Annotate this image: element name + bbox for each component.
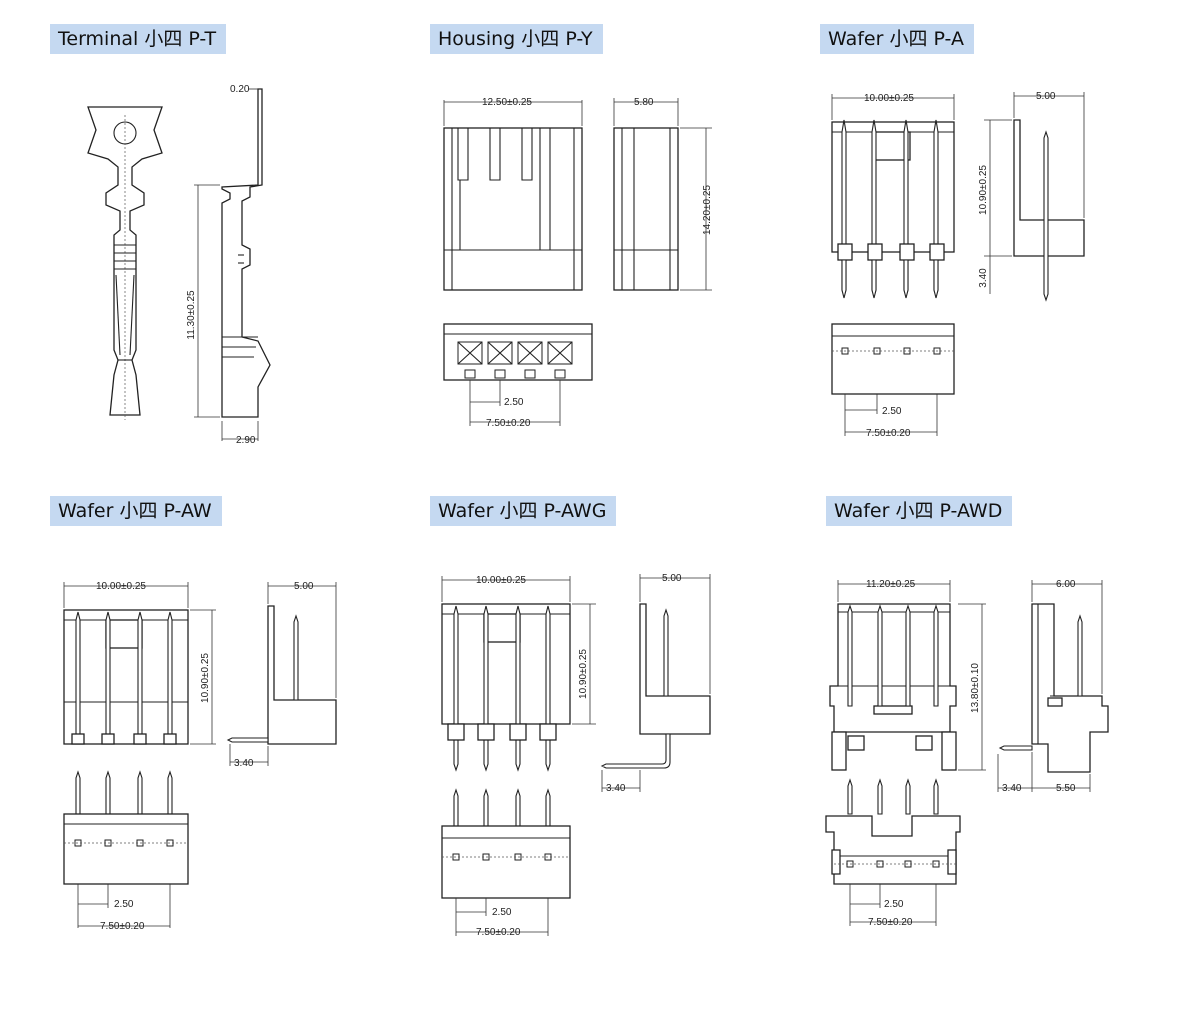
housing-bottom-view (443, 323, 593, 381)
dim-pawd-pin: 3.40 (1002, 783, 1022, 794)
dim-pawd-pitch: 2.50 (884, 899, 904, 910)
housing-front-view (443, 127, 583, 291)
wafer-paw-front-view (63, 609, 189, 745)
dim-py-span: 7.50±0.20 (486, 418, 531, 429)
dim-pa-pitch: 2.50 (882, 406, 902, 417)
dim-pawg-height: 10.90±0.25 (578, 649, 589, 699)
dim-paw-pin: 3.40 (234, 758, 254, 769)
wafer-paw-side-view (226, 605, 337, 745)
wafer-pawg-drawing: 10.00±0.25 5.00 10.90±0.25 3.40 2.50 7.5… (441, 573, 711, 938)
dim-pawd-width: 11.20±0.25 (866, 579, 916, 590)
dim-paw-depth: 5.00 (294, 581, 314, 592)
wafer-pawg-title: Wafer 小四 P-AWG (430, 496, 617, 526)
wafer-pawd-drawing: 11.20±0.25 6.00 13.80±0.10 3.40 5.50 2.5… (825, 579, 1109, 928)
wafer-pa-drawing: 10.00±0.25 5.00 10.90±0.25 3.40 2.50 7.5… (831, 91, 1085, 439)
dim-pawd-span: 7.50±0.20 (868, 917, 913, 928)
housing-side-view (613, 127, 679, 291)
wafer-pawd-front-view (829, 603, 957, 771)
dim-pawg-pin: 3.40 (606, 783, 626, 794)
dim-pt-height: 11.30±0.25 (186, 290, 197, 340)
dim-pa-span: 7.50±0.20 (866, 428, 911, 439)
dim-paw-height: 10.90±0.25 (200, 653, 211, 703)
dim-paw-span: 7.50±0.20 (100, 921, 145, 932)
wafer-pa-bottom-view (831, 323, 955, 395)
dim-pt-width: 2.90 (236, 435, 256, 446)
dim-pawg-pitch: 2.50 (492, 907, 512, 918)
wafer-paw-bottom-view (63, 770, 189, 885)
dim-py-depth: 5.80 (634, 97, 654, 108)
dim-pt-top: 0.20 (230, 84, 250, 95)
dim-paw-pitch: 2.50 (114, 899, 134, 910)
dim-pa-depth: 5.00 (1036, 91, 1056, 102)
wafer-paw-title: Wafer 小四 P-AW (50, 496, 222, 526)
dim-py-width: 12.50±0.25 (482, 97, 532, 108)
wafer-pa-title: Wafer 小四 P-A (820, 24, 974, 54)
dim-pawd-height: 13.80±0.10 (970, 663, 981, 713)
dim-pa-pin: 3.40 (978, 268, 989, 288)
wafer-pawg-front-view (441, 603, 571, 772)
dim-pawd-depth: 6.00 (1056, 579, 1076, 590)
dim-pawd-base: 5.50 (1056, 783, 1076, 794)
dim-pawg-depth: 5.00 (662, 573, 682, 584)
dim-pawg-width: 10.00±0.25 (476, 575, 526, 586)
wafer-pawg-bottom-view (441, 788, 571, 899)
wafer-paw-drawing: 10.00±0.25 5.00 10.90±0.25 3.40 2.50 7.5… (63, 581, 337, 932)
wafer-pawd-title: Wafer 小四 P-AWD (826, 496, 1013, 526)
wafer-pawd-side-view (998, 603, 1109, 773)
terminal-side-view (221, 88, 271, 418)
housing-py-title: Housing 小四 P-Y (430, 24, 603, 54)
housing-py-drawing: 12.50±0.25 5.80 14.20±0.25 2.50 7.50±0.2… (443, 97, 713, 429)
dim-pa-height: 10.90±0.25 (978, 165, 989, 215)
dim-pawg-span: 7.50±0.20 (476, 927, 521, 938)
wafer-pa-front-view (831, 119, 955, 299)
wafer-pawg-side-view (600, 603, 711, 769)
dim-py-height: 14.20±0.25 (702, 185, 713, 235)
dim-paw-width: 10.00±0.25 (96, 581, 146, 592)
dim-py-pitch: 2.50 (504, 397, 524, 408)
terminal-pt-title: Terminal 小四 P-T (50, 24, 227, 54)
wafer-pa-side-view (1013, 119, 1085, 302)
terminal-pt-drawing: 0.20 11.30±0.25 2.90 (87, 84, 271, 446)
dim-pa-width: 10.00±0.25 (864, 93, 914, 104)
terminal-front-view (87, 106, 163, 420)
wafer-pawd-bottom-view (825, 778, 961, 885)
